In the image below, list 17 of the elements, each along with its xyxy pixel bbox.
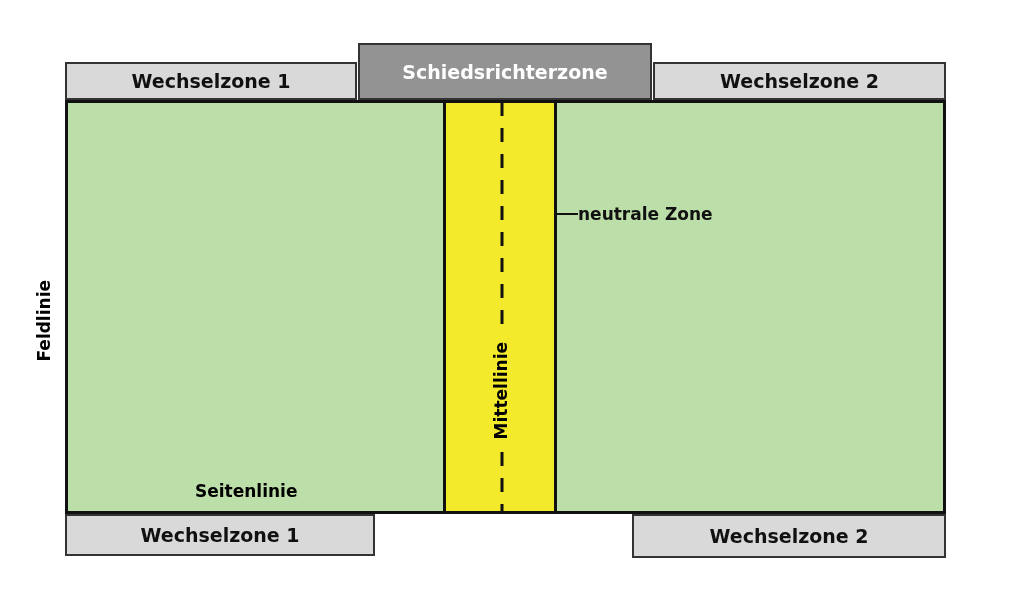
neutral-zone [443, 100, 557, 514]
zone-label: neutrale Zone [578, 200, 728, 228]
zone-name: Wechselzone 1 [131, 70, 291, 92]
leader-line [555, 213, 579, 215]
field-half [65, 100, 446, 514]
zone-name: Wechselzone 1 [140, 524, 300, 546]
substitution-zone [632, 514, 946, 558]
zone-name: Wechselzone 2 [720, 70, 879, 92]
field-half [554, 100, 946, 514]
zone-name: Wechselzone 2 [709, 525, 869, 547]
substitution-zone [653, 62, 946, 100]
substitution-zone [65, 514, 375, 556]
line-label: Seitenlinie [195, 481, 298, 501]
zone-name: Schiedsrichterzone [402, 60, 608, 83]
referee-zone [358, 43, 652, 100]
substitution-zone [65, 62, 357, 100]
line-label: Feldlinie [34, 280, 54, 362]
